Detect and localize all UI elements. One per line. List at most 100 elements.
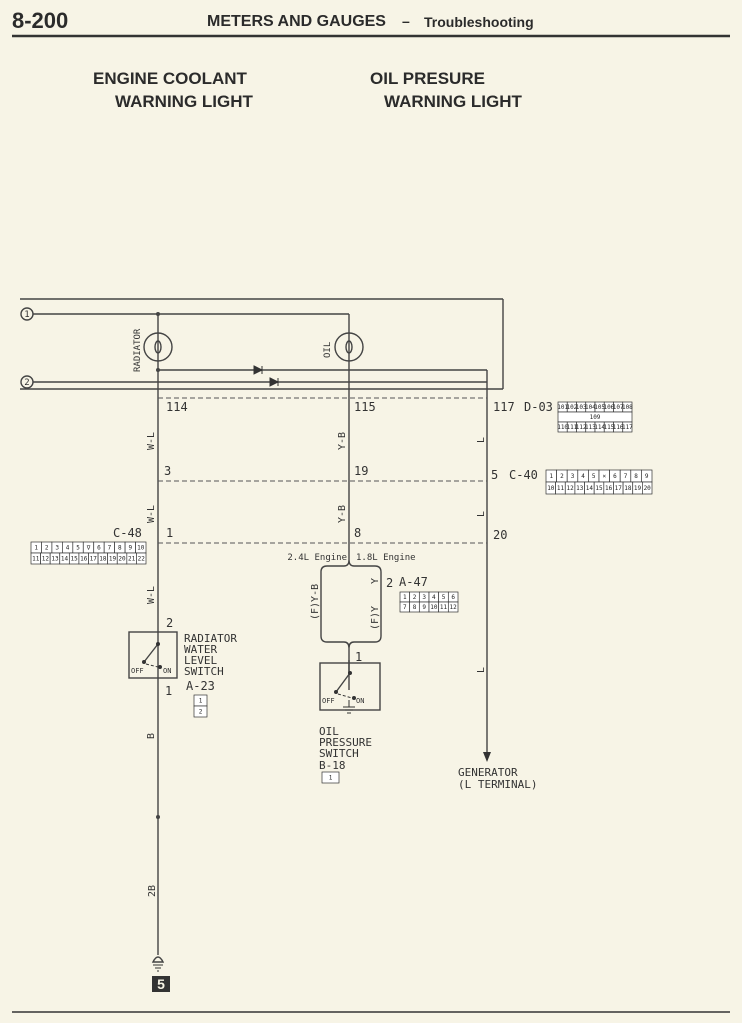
connector-pin-number: 16 [80,556,88,563]
connector-pin-number: 5 [592,473,596,480]
connector-c40-label: C-40 [509,468,538,482]
connector-pin-number: 10 [547,485,555,492]
connector-pin-number: 14 [586,485,594,492]
pin-5: 5 [491,468,498,482]
connector-b18-label: B-18 [319,759,346,772]
connector-pin-number: 1 [403,594,407,601]
pin-115: 115 [354,400,376,414]
connector-pin-number: 4 [66,545,70,552]
connector-pin-number: 10 [430,604,438,611]
pin-114: 114 [166,400,188,414]
connector-pin-number: 109 [590,414,601,421]
generator-label: GENERATOR [458,766,518,779]
connector-a23-label: A-23 [186,679,215,693]
svg-text:(L TERMINAL): (L TERMINAL) [458,778,537,791]
section-title: METERS AND GAUGES [207,13,386,30]
oil-heading-1: OIL PRESURE [370,69,485,88]
connector-pin-number: 116 [613,424,624,431]
engine-variant-1-8l: 1.8L Engine [356,553,416,563]
connector-pin-number: 13 [51,556,59,563]
ground-icon [343,700,355,714]
svg-text:1: 1 [24,310,29,320]
ground-point: 5 [151,956,170,992]
connector-pin-number: 17 [90,556,98,563]
connector-pin-cell [447,601,459,613]
coolant-heading-2: WARNING LIGHT [115,92,253,111]
connector-d03-label: D-03 [524,400,553,414]
connector-pin-number: 110 [557,424,568,431]
wire-color-label: Y [370,578,381,584]
connector-pin-number: 20 [644,485,652,492]
wire-color-label: L [476,437,487,443]
connector-pin-number: 7 [403,604,407,611]
oil-switch-pin-1: 1 [355,650,362,664]
pin-3: 3 [164,464,171,478]
connector-pin-number: 12 [566,485,574,492]
radiator-lamp-label: RADIATOR [133,328,143,372]
svg-text:OFF: OFF [131,667,144,675]
wire-color-label: L [476,667,487,673]
connector-pin-number: 5 [76,545,80,552]
wire-color-label: (F)Y-B [310,584,321,620]
connector-pin-number: 2 [45,545,49,552]
connector-pin-number: 8 [413,604,417,611]
connector-pin-number: 4 [432,594,436,601]
connector-pin-number: 105 [594,404,605,411]
connector-pin-number: 1 [549,473,553,480]
svg-text:SWITCH: SWITCH [319,747,359,760]
connector-pin-number: 2 [413,594,417,601]
diode-icon [269,377,280,387]
wire-color-label: W-L [146,586,157,604]
connector-pin-cell [642,481,653,495]
connector-pin-number: 9 [129,545,133,552]
connector-pin-number: 18 [624,485,632,492]
connector-pin-number: 22 [138,556,146,563]
connector-pin-number: 4 [581,473,585,480]
wire-color-label: W-L [146,505,157,523]
pin-1: 1 [166,526,173,540]
wire-color-label: Y-B [337,505,348,523]
connector-pin-number: 111 [566,424,577,431]
connector-pin-number: 106 [603,404,614,411]
pin-19: 19 [354,464,368,478]
connector-pin-number: 8 [118,545,122,552]
pin-20: 20 [493,528,507,542]
connector-a47-label: A-47 [399,575,428,589]
connector-pin-number: 13 [576,485,584,492]
connector-pin-number: 20 [118,556,126,563]
combination-meter: 1 2 RADIATOR OIL [20,298,504,390]
wire-color-label: (F)Y [370,606,381,630]
connector-pin-number: 7 [108,545,112,552]
subsection-title: Troubleshooting [424,14,534,30]
connector-pin-number: 5 [442,594,446,601]
ground-icon [153,964,163,972]
connector-pin-number: 7 [624,473,628,480]
rad-switch-pin-2: 2 [166,616,173,630]
connector-pin-number: 103 [576,404,587,411]
connector-pin-number: 3 [422,594,426,601]
connector-pin-number: 6 [97,545,101,552]
connector-pin-number: ∇ [86,545,91,552]
connector-pin-number: 113 [585,424,596,431]
oil-pressure-switch: OFF ON [319,660,381,714]
connector-pin-number: 104 [585,404,596,411]
connector-pin-number: 12 [42,556,50,563]
svg-text:WATER: WATER [184,643,217,656]
oil-heading-2: WARNING LIGHT [384,92,522,111]
arrow-icon [483,752,491,762]
svg-text:SWITCH: SWITCH [184,665,224,678]
wire-color-label: Y-B [337,432,348,450]
oil-lamp-label: OIL [323,342,333,358]
svg-text:OFF: OFF [322,697,335,705]
pin-117: 117 [493,400,515,414]
ground-number: 5 [157,976,165,992]
diode-icon [253,365,264,375]
connector-pin-number: 101 [557,404,568,411]
wire-color-label: 2B [147,885,158,897]
svg-text:ON: ON [163,667,171,675]
connector-pin-number: 11 [557,485,565,492]
connector-pin-cell [622,421,633,433]
connector-pin-number: 6 [613,473,617,480]
